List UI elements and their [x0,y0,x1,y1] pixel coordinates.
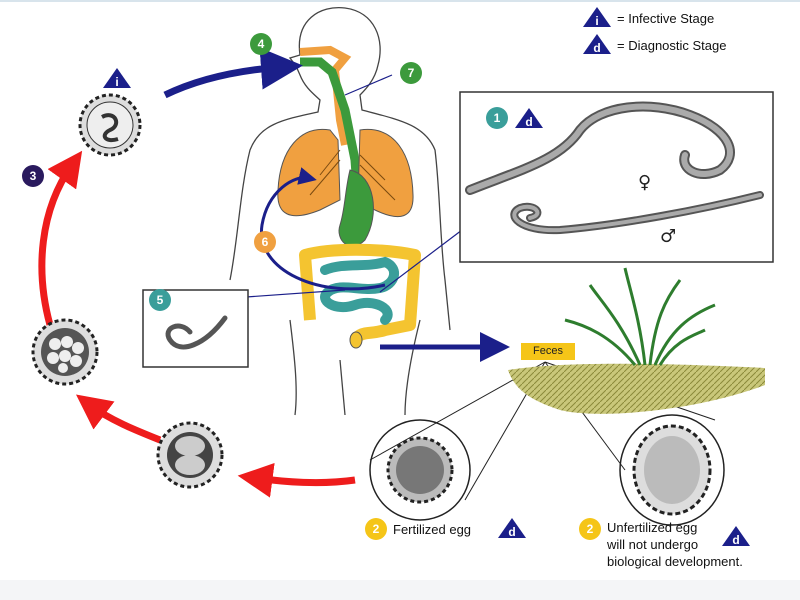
red-arrow-left [75,394,162,444]
soil [508,363,765,414]
pointer-line-worms [379,229,463,293]
female-symbol: ♀ [638,172,651,193]
ingestion-arrow [163,47,303,99]
stage1-d-symbol: d [525,115,532,129]
bottom-strip [0,580,800,600]
legend-d-symbol: d [593,41,600,55]
multicell-egg [31,318,99,386]
unfertilized-egg [619,414,725,526]
pointer-line-7 [344,74,393,96]
unfertilized-d-triangle-icon [722,526,750,546]
stage-2b-number: 2 [587,522,594,536]
large-intestine [299,243,421,344]
stage-1-d-triangle-icon [515,108,543,128]
unfertilized-egg-label-3: biological development. [607,554,743,569]
legend-i-symbol: i [595,14,598,28]
stage-6-number: 6 [262,235,269,249]
human-body-outline [229,6,451,416]
left-lung [277,128,341,217]
stage-i-triangle-icon [103,68,131,88]
red-arrow-3 [38,150,83,326]
male-symbol: ♂ [660,226,676,247]
fertilized-d-triangle-icon [498,518,526,538]
feces-label: Feces [521,343,575,360]
fertilized-egg [369,419,471,521]
stage-4-number: 4 [258,37,265,51]
unfertilized-egg-label-2: will not undergo [607,537,699,552]
red-arrow-bottom [237,462,356,498]
unfertilized-egg-label-1: Unfertilized egg [607,520,698,535]
fert-d-symbol: d [508,525,515,539]
stage-1-number: 1 [494,111,501,125]
grass [564,267,716,366]
stage-i-symbol: i [115,75,118,89]
embryonated-egg-infective [78,93,142,157]
legend-infective-label: = Infective Stage [617,11,715,26]
legend-diagnostic-label: = Diagnostic Stage [617,38,727,53]
top-border [0,0,800,2]
stage-3-number: 3 [30,169,37,183]
stage-2-number: 2 [373,522,380,536]
fertilized-egg-label: Fertilized egg [393,522,472,537]
infective-triangle-icon [583,7,611,27]
diagnostic-triangle-icon [583,34,611,54]
stage-5-number: 5 [157,293,164,307]
two-cell-egg [156,421,224,489]
stage-7-number: 7 [408,66,415,80]
pointer-line-5 [231,289,346,299]
unfert-d-symbol: d [732,533,739,547]
larva [165,315,228,350]
trachea [299,45,352,146]
